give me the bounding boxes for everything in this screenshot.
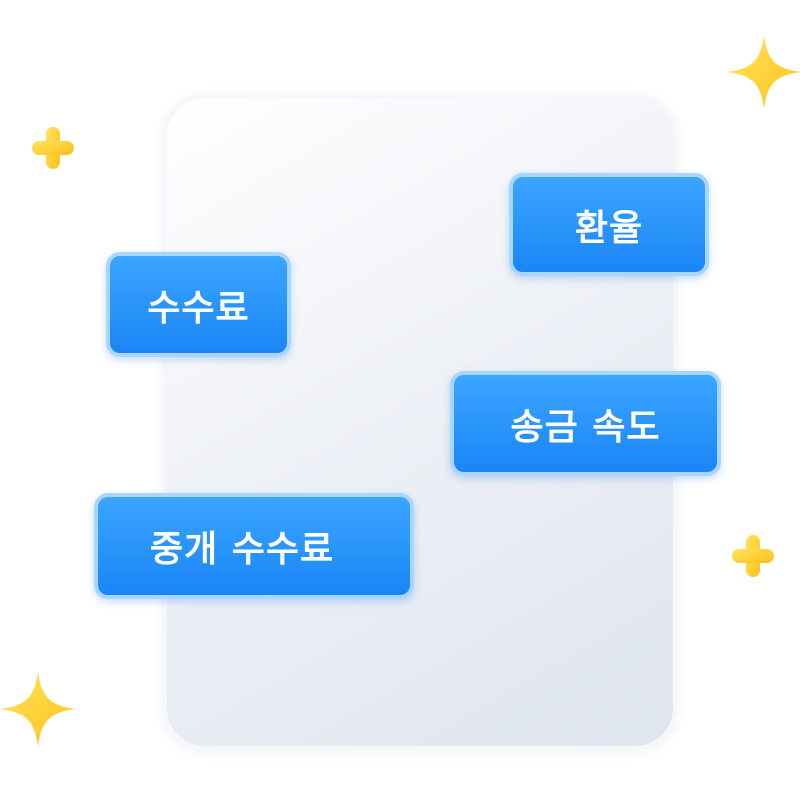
- tag-transfer-speed: 송금 속도: [450, 371, 721, 476]
- tag-label: 수수료: [147, 287, 250, 329]
- sparkle-icon: [727, 35, 800, 109]
- tag-label: 송금 속도: [510, 406, 661, 448]
- tag-label: 환율: [574, 207, 644, 249]
- tag-label: 중개 수수료: [150, 529, 335, 570]
- tag-intermediary-fee: 중개 수수료: [94, 493, 414, 599]
- plus-sparkle-icon: [32, 127, 74, 169]
- plus-sparkle-icon: [732, 535, 774, 577]
- tag-exchange-rate: 환율: [509, 173, 709, 276]
- sparkle-icon: [0, 671, 76, 747]
- tag-fee: 수수료: [106, 252, 291, 357]
